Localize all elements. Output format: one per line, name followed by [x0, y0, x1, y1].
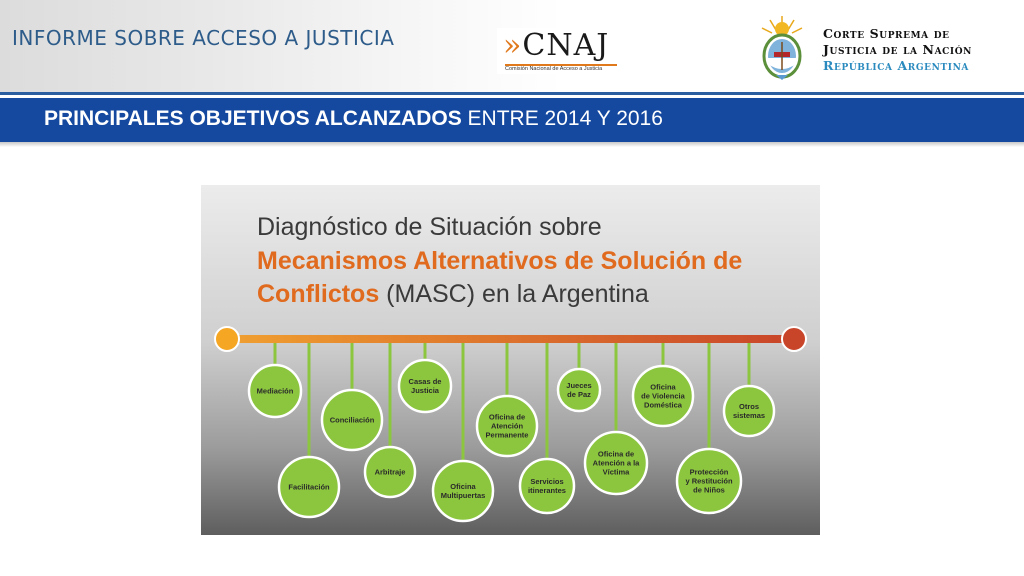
cnaj-logo: »CNAJ Comisión Nacional de Acceso a Just…	[497, 28, 621, 74]
slide-title-line3: Conflictos (MASC) en la Argentina	[257, 280, 649, 309]
section-title-rest: ENTRE 2014 Y 2016	[467, 107, 663, 130]
timeline-bar	[225, 335, 795, 343]
report-title: INFORME SOBRE ACCESO A JUSTICIA	[12, 26, 395, 50]
masc-node-label: Servicios	[530, 477, 563, 486]
masc-node: Facilitación	[277, 455, 341, 519]
masc-node-label: Facilitación	[288, 483, 330, 492]
masc-node-label: de Violencia	[641, 392, 685, 401]
masc-node-circle	[518, 457, 576, 515]
masc-node: Mediación	[247, 363, 303, 419]
header-bar: INFORME SOBRE ACCESO A JUSTICIA	[0, 0, 1024, 92]
cnaj-logo-rule	[505, 64, 617, 66]
masc-node-circle	[247, 363, 303, 419]
band-shadow	[0, 142, 1024, 147]
masc-node-label: Víctima	[603, 468, 631, 477]
masc-node-circle	[556, 367, 602, 413]
masc-node-label: Multipuertas	[441, 491, 486, 500]
masc-node-circle	[631, 364, 695, 428]
slide-title-highlight: Conflictos	[257, 280, 380, 308]
masc-node-circle	[363, 445, 417, 499]
masc-node-circle	[277, 455, 341, 519]
masc-node-circle	[722, 384, 776, 438]
slide-title-rest: (MASC) en la Argentina	[386, 280, 649, 308]
section-band: PRINCIPALES OBJETIVOS ALCANZADOS ENTRE 2…	[0, 98, 1024, 142]
masc-node-label: de Niños	[693, 486, 725, 495]
masc-node-label: itinerantes	[528, 486, 566, 495]
masc-node-label: Mediación	[257, 387, 294, 396]
masc-node-circle	[475, 394, 539, 458]
masc-node-circle	[675, 447, 743, 515]
masc-node-label: Protección	[690, 468, 729, 477]
argentina-coat-of-arms-icon	[761, 16, 803, 80]
court-country: República Argentina	[823, 58, 969, 73]
masc-node-circle	[320, 388, 384, 452]
masc-node-label: sistemas	[733, 411, 765, 420]
masc-node-label: Permanente	[486, 431, 529, 440]
masc-node-circle	[583, 430, 649, 496]
masc-node-label: Oficina	[450, 482, 476, 491]
header-divider	[0, 92, 1024, 95]
masc-node-circle	[397, 358, 453, 414]
section-title-bold: PRINCIPALES OBJETIVOS ALCANZADOS	[44, 107, 462, 130]
masc-node-label: de Paz	[567, 390, 591, 399]
masc-node-label: Atención a la	[593, 459, 641, 468]
masc-node-circle	[431, 459, 495, 523]
masc-node-label: Atención	[491, 422, 524, 431]
masc-node-label: Casas de	[409, 377, 442, 386]
masc-node-label: Oficina de	[489, 413, 525, 422]
masc-node-label: Justicia	[411, 386, 440, 395]
court-name-line2: Justicia de la Nación	[823, 42, 973, 57]
masc-node-label: Jueces	[566, 381, 591, 390]
masc-node-label: Otros	[739, 402, 759, 411]
slide-title-line1: Diagnóstico de Situación sobre	[257, 213, 602, 241]
masc-node-label: Oficina de	[598, 450, 634, 459]
slide-title-line2: Mecanismos Alternativos de Solución de	[257, 247, 743, 275]
court-logo-text: Corte Suprema de Justicia de la Nación R…	[823, 26, 972, 74]
masc-node-label: Conciliación	[330, 416, 375, 425]
timeline-start-dot	[214, 326, 240, 352]
court-name-line1: Corte Suprema de	[823, 26, 950, 41]
masc-node: Arbitraje	[363, 445, 417, 499]
cnaj-logo-mark: »CNAJ	[503, 28, 610, 63]
masc-node: Conciliación	[320, 388, 384, 452]
cnaj-logo-subtitle: Comisión Nacional de Acceso a Justicia	[505, 66, 603, 72]
masc-node-label: Doméstica	[644, 401, 683, 410]
masc-node-label: Oficina	[650, 383, 676, 392]
masc-node-label: Arbitraje	[375, 468, 406, 477]
slide-image: Diagnóstico de Situación sobre Mecanismo…	[201, 185, 820, 535]
masc-node-label: y Restitución	[685, 477, 733, 486]
section-title: PRINCIPALES OBJETIVOS ALCANZADOS ENTRE 2…	[44, 107, 663, 131]
timeline-end-dot	[781, 326, 807, 352]
